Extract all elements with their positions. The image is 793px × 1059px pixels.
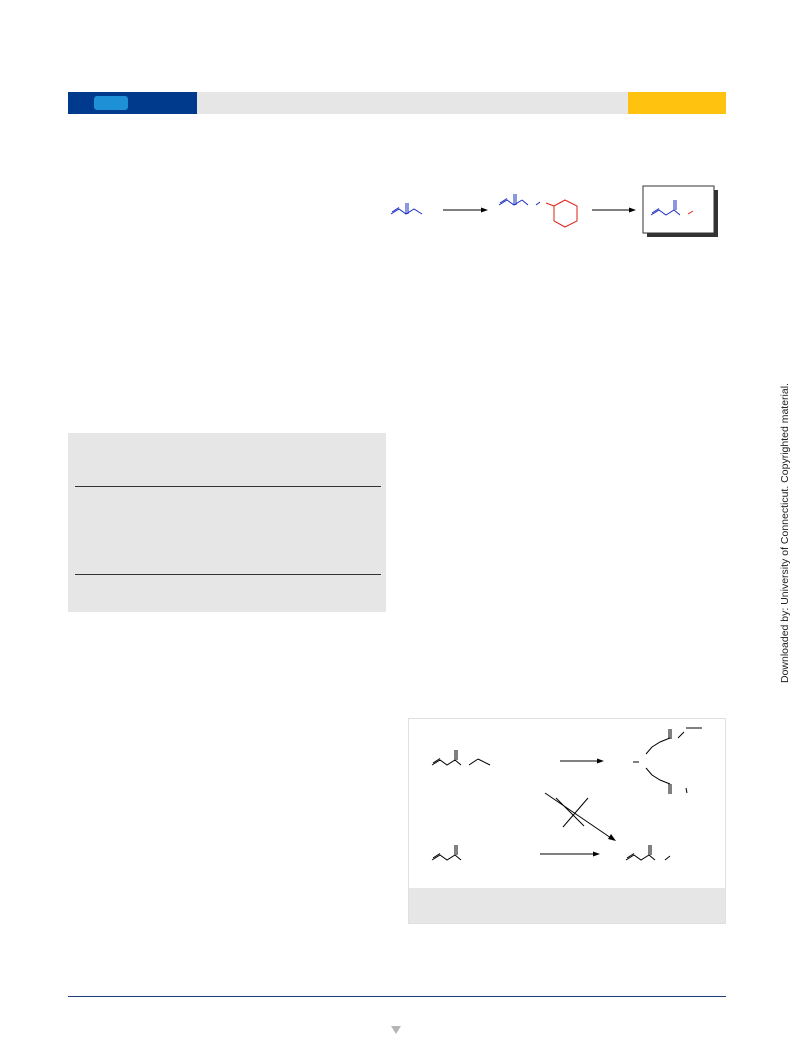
product-structure-oxygen <box>687 210 694 215</box>
scheme-panel <box>408 718 726 924</box>
crossed-arrow-icon <box>544 792 612 839</box>
intermediate-structure-diene <box>498 194 541 206</box>
reaction-arrow-lower-head <box>593 851 600 857</box>
header-journal-block <box>68 92 197 114</box>
product-box <box>642 185 715 234</box>
scheme-caption-area <box>409 888 725 923</box>
reaction-arrow-1-head <box>481 207 488 213</box>
product-dimer-structure <box>633 727 702 794</box>
reactant-2-structure <box>431 845 462 861</box>
table-bottom-rule <box>75 574 381 575</box>
footer-rule <box>68 996 726 997</box>
bottom-reaction-scheme <box>431 727 702 861</box>
product-structure <box>625 845 671 861</box>
reaction-arrow-2-head <box>629 207 636 213</box>
copyright-sidebar: Downloaded by: University of Connecticut… <box>779 378 793 683</box>
copyright-note: Downloaded by: University of Connecticut… <box>779 383 791 683</box>
intermediate-structure-ring <box>545 199 578 228</box>
triangle-down-icon[interactable] <box>391 1026 401 1034</box>
table-top-rule <box>75 486 381 487</box>
top-reaction-scheme <box>390 185 718 237</box>
crossed-arrow-head <box>608 834 616 841</box>
header-bar <box>68 92 726 114</box>
table-panel <box>68 433 386 612</box>
reaction-arrow-upper-head <box>597 758 604 764</box>
header-accent-block <box>628 92 726 114</box>
starting-material-structure <box>390 203 423 215</box>
header-section-badge <box>94 96 128 110</box>
reactant-1-structure <box>431 750 491 766</box>
product-structure-diene <box>650 200 681 216</box>
